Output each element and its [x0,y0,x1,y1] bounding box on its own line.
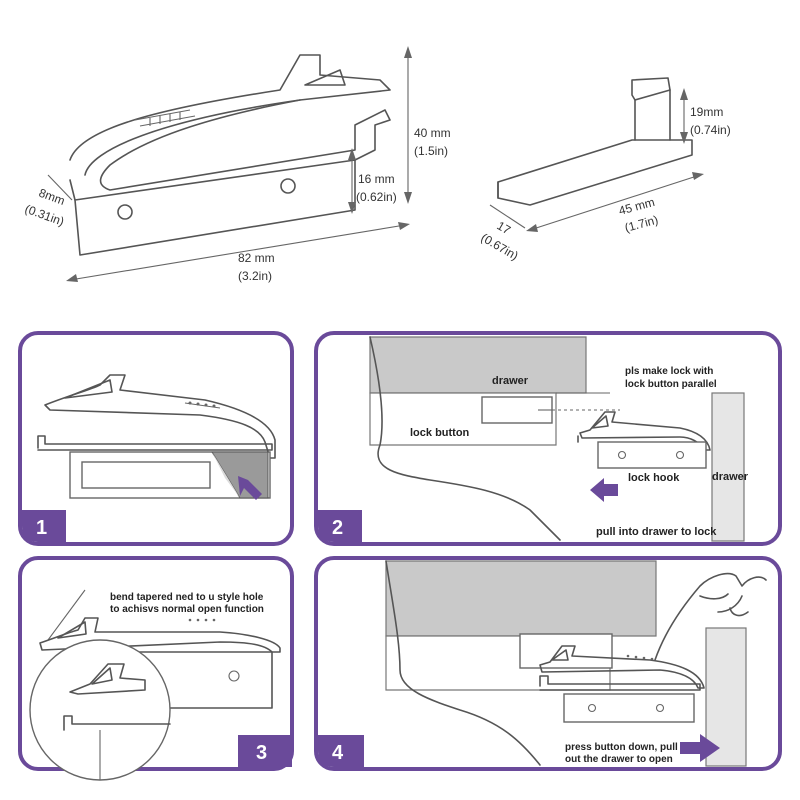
lock-hook-label: lock hook [628,472,680,484]
lock-height-in: (1.5in) [414,144,448,158]
step-3-number: 3 [256,742,267,764]
step-4-number: 4 [332,742,344,764]
lock-button-label: lock button [410,427,470,439]
step-4-panel: press button down, pull out the drawer t… [314,556,782,771]
step-3-panel: bend tapered ned to u style hole to achi… [18,556,294,781]
lock-inner-in: (0.62in) [356,190,397,204]
step-3-note-line1: bend tapered ned to u style hole [110,592,264,603]
step-1-number: 1 [36,517,47,539]
step-2-pull-text: pull into drawer to lock [596,526,717,538]
hook-dimension-drawing: 19mm (0.74in) 45 mm (1.7in) 17 (0.67in) [479,77,731,263]
drawer-side-label: drawer [712,471,749,483]
lock-length-mm: 82 mm [238,251,275,265]
hook-width-mm: 17 [495,218,514,237]
drawer-top-label: drawer [492,375,529,387]
hook-height-mm: 19mm [690,105,723,119]
lock-height-mm: 40 mm [414,126,451,140]
lock-length-in: (3.2in) [238,269,272,283]
lock-depth-mm: 8mm [37,186,67,208]
hook-width-in: (0.67in) [479,230,521,262]
step-2-note-line1: pls make lock with [625,366,713,377]
hook-length-in: (1.7in) [623,213,659,235]
step-2-panel: drawer lock button pls make lock with lo… [314,331,782,546]
step-3-note-line2: to achisvs normal open function [110,604,264,615]
step-2-note-line2: lock button parallel [625,379,717,390]
step-4-note-line1: press button down, pull [565,742,678,753]
step-1-panel: 1 [18,331,294,546]
step-4-note-line2: out the drawer to open [565,754,673,765]
step-2-number: 2 [332,517,343,539]
lock-dimension-drawing: 40 mm (1.5in) 16 mm (0.62in) 82 mm (3.2i… [23,46,451,283]
hook-height-in: (0.74in) [690,123,731,137]
lock-inner-mm: 16 mm [358,172,395,186]
